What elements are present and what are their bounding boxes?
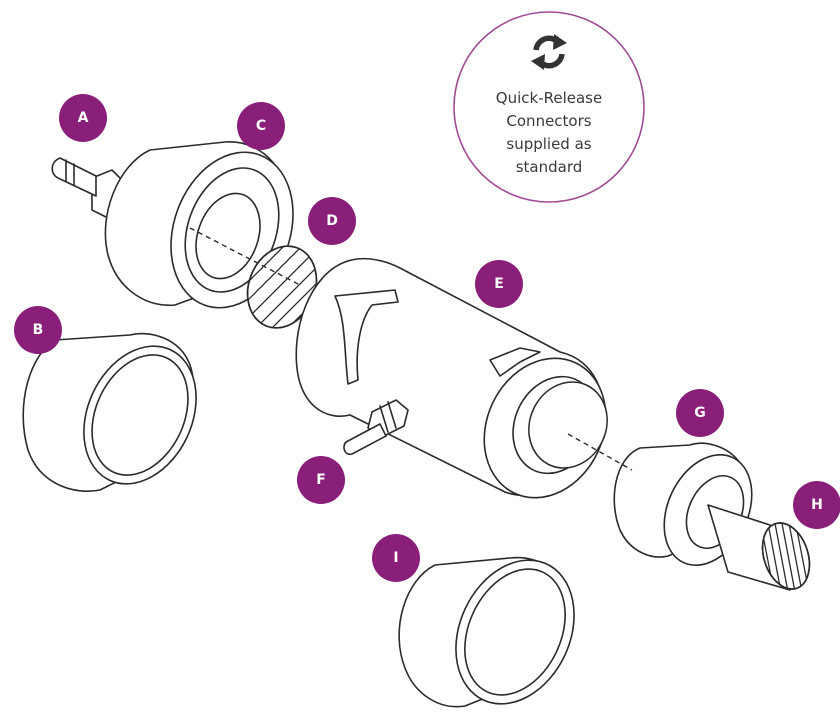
badge-line-1: Quick-Release [496,89,602,107]
callout-h-label: H [811,497,823,513]
callout-i-label: I [393,550,398,566]
callout-e: E [475,260,523,308]
callout-b-label: B [33,322,44,338]
callout-c-label: C [256,118,266,134]
callout-h: H [793,481,840,529]
callout-d-label: D [326,213,338,229]
callout-f: F [297,456,345,504]
callout-a-label: A [78,110,89,126]
badge-line-4: standard [516,158,583,176]
callout-b: B [14,306,62,354]
callout-i: I [372,534,420,582]
part-e-housing [296,259,628,518]
callout-e-label: E [494,276,504,292]
callout-c: C [237,102,285,150]
part-b-ring [23,328,217,502]
quick-release-badge: Quick-Release Connectors supplied as sta… [454,12,644,202]
callout-a: A [59,94,107,142]
badge-line-2: Connectors [506,112,591,130]
callout-g: G [676,389,724,437]
part-i-ring [399,541,596,715]
callout-d: D [308,197,356,245]
callout-f-label: F [316,472,326,488]
callout-g-label: G [694,405,706,421]
badge-line-3: supplied as [506,135,591,153]
